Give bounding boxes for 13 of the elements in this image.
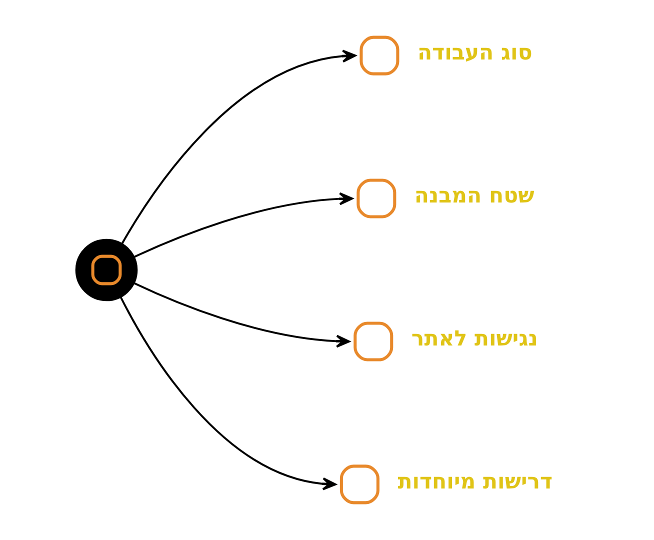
node-label: סוג העבודה <box>417 40 532 66</box>
node-picture <box>340 464 380 504</box>
node-label: דרישות מיוחדות <box>398 470 553 495</box>
node-picture <box>354 322 394 362</box>
node-picture <box>356 178 396 218</box>
node-circle <box>75 238 138 302</box>
arrow <box>134 192 354 258</box>
arrow <box>120 296 336 490</box>
node-picture <box>360 36 400 76</box>
node-label: שטח המבנה <box>414 184 534 209</box>
node-label: נגישות לאתר <box>411 326 538 352</box>
arrow <box>134 282 350 348</box>
arrow <box>121 50 356 244</box>
